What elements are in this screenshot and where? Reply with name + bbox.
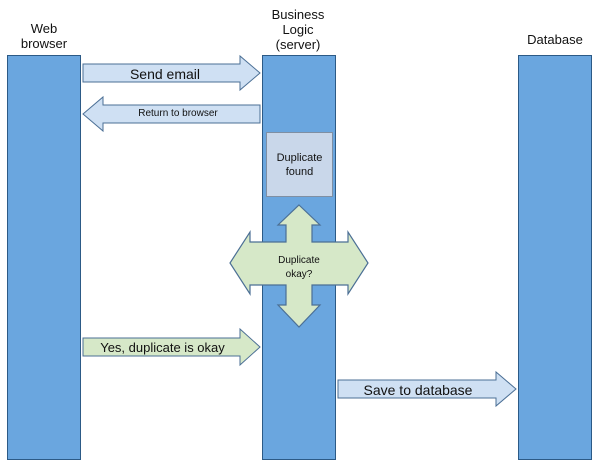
yes-duplicate-arrow <box>82 327 261 367</box>
save-to-database-arrow <box>337 370 517 408</box>
lane-database <box>518 55 592 460</box>
lane-label-database: Database <box>527 32 583 47</box>
duplicate-found-box <box>266 132 333 197</box>
duplicate-okay-label: Duplicate okay? <box>278 255 320 280</box>
lane-label-server: Business Logic (server) <box>271 7 325 52</box>
lane-label-browser: Web browser <box>20 21 68 51</box>
return-to-browser-label: Return to browser <box>138 108 218 119</box>
save-to-database-label: Save to database <box>363 382 473 398</box>
send-email-label: Send email <box>129 66 201 82</box>
lane-browser <box>7 55 81 460</box>
duplicate-okay-shape <box>229 204 369 328</box>
duplicate-found-label: Duplicate found <box>276 152 323 178</box>
return-to-browser-arrow <box>82 95 261 133</box>
send-email-arrow <box>82 54 261 92</box>
yes-duplicate-label: Yes, duplicate is okay <box>100 340 225 355</box>
